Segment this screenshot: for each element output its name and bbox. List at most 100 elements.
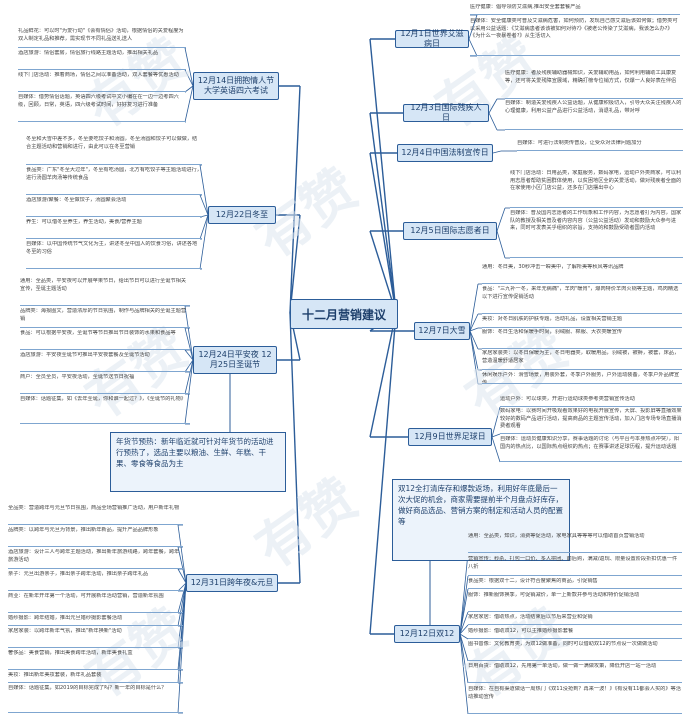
leaf-line (177, 582, 187, 714)
leaf-dec31-5: 商业：在新年开年第一个活动，可开展新年活动营销，营造新年氛围 (8, 593, 183, 613)
leaf-dec14-1: 礼品鲜花：可以时"为爱行动"《会有情侣》活动，根据情侣的关爱程度为双人制定礼品和… (18, 28, 186, 48)
leaf-line (184, 359, 194, 425)
leaf-line (468, 14, 478, 40)
topic-dec12[interactable]: 12月12日双12 (394, 625, 460, 643)
topic-dec9[interactable]: 12月9日世界足球日 (408, 428, 492, 446)
dec12-summary-note: 双12全打清库存和爆款返场，利用好年底最后一次大促的机会，商家需要提前半个月盘点… (392, 479, 570, 561)
leaf-dec24-1: 通用：全品类，平安夜可以开展苹果节日，给出节日可以进行圣诞节相关宣传，圣诞主题活… (20, 278, 190, 306)
leaf-dec31-10: 自媒体：话题征集，如2019的目标完成了吗？新一年的目标是什么？ (8, 685, 183, 713)
leaf-line (459, 552, 469, 635)
leaf-dec9-3: 自媒体：运动员健康知识分享，赛事话题的讨论（与平台与本身热点冲突），阳国内的热点… (500, 436, 682, 462)
leaf-dec24-4: 酒店旅游：平安夜圣诞节可推出平安夜套餐及圣诞节活动 (20, 352, 190, 372)
leaf-dec22-1: 冬至和大雪中差不多，冬至要吃饺子和汤圆，冬至汤圆和饺子可以做做，结合主题活动和营… (26, 136, 202, 165)
leaf-line (459, 611, 469, 635)
topic-dec14[interactable]: 12月14日拥抱情人节 大学英语四六考试 (193, 72, 279, 100)
leaf-line (184, 85, 194, 93)
leaf-dec22-2: 食品类：广东"冬至大过年"，冬至有吃汤圆，北方有吃饺子等主题活动进行，进行汤圆羊… (26, 167, 202, 195)
leaf-line (184, 349, 194, 361)
leaf-dec22-5: 自媒体：以中国传统节气文化为主，讲述冬至中国人的饮食习俗，讲述各地冬至的习俗 (26, 241, 202, 269)
leaf-dec14-2: 酒店旅游：情侣套房，情侣旅行线路主题活动，推出相关礼品 (18, 50, 186, 70)
leaf-dec5-2: 自媒体：普及国内志愿者的工作现象和工作内容，为志愿者打为内容，国家队的教授及相关… (510, 210, 683, 258)
leaf-dec3-1: 医疗健康：者及残疾辅助器械知识，关爱辅助用品，如何利用辅助工具康复等，还可将关爱… (505, 70, 683, 99)
leaf-dec7-1: 通用：冬日美，30秒冲击一瞬美中，了解所美等秋风等讯品牌 (482, 264, 682, 284)
leaf-dec12-4: 服饰：推新服饰换季，可促销减价，单一上新款并参与活动和特价促销活动 (468, 592, 682, 612)
leaf-line (459, 624, 469, 635)
leaf-dec31-9: 美妆：推出新年美妆套装，新年礼品套装 (8, 672, 183, 683)
leaf-line (184, 69, 194, 87)
leaf-dec7-3: 美妆：对冬日肌肤的护肤专题，活动礼品，设置相关营销主题 (482, 316, 682, 328)
dec24-summary-note: 年货节预热：新年临近就可针对年货节的活动进行预热了，选品主要以粮油、生鲜、年糕、… (110, 432, 286, 492)
leaf-dec14-3: 线下门店活动：推着商场，情侣之间以准备活动，双人套餐等优惠活动 (18, 72, 186, 92)
leaf-dec22-4: 养生：可以借冬至养生，养生活动，美食/营养主题 (26, 219, 202, 239)
leaf-dec12-2: 营销宣传：秒杀、打包一口价、多人拼团、前后购，满减/返现、限量设置阶段折扣优惠一… (468, 556, 682, 576)
branch-line (289, 214, 301, 314)
leaf-line (177, 568, 187, 584)
branch-line (369, 152, 397, 314)
branch-line (369, 312, 397, 635)
leaf-line (184, 305, 194, 361)
branch-line (289, 85, 301, 314)
leaf-line (468, 38, 478, 57)
leaf-dec12-1: 通用：全品类，知识，消费等促活动，家电家具等等等可以借助首页营销活动 (468, 533, 682, 553)
leaf-line (459, 588, 469, 635)
topic-dec31[interactable]: 12月31日跨年夜&元旦 (186, 574, 278, 592)
leaf-line (184, 85, 194, 123)
leaf-dec1-1: 医疗健康：倡导领防艾滋病,推出安全套套餐产品 (470, 4, 680, 15)
branch-line (369, 112, 397, 314)
leaf-line (488, 112, 498, 131)
leaf-dec31-3: 酒店旅游：设计三人与跨年主题活动，推出新年旅游线路，跨年套餐，跨年旅游活动 (8, 549, 183, 569)
leaf-dec12-7: 图书音像：文化教育类，为双12做准备，同时可以借助双12的节点设一次做做活动 (468, 641, 682, 661)
leaf-dec24-2: 品牌类：海报图文，营造浓厚的节日氛围，制作与品牌相关的圣诞主题营销 (20, 308, 190, 328)
leaf-line (184, 327, 194, 361)
leaf-line (469, 283, 479, 332)
leaf-dec1-2: 自媒体：安全健康类可普及艾滋病危害，如何预防，发现自己感艾滋后该如何做；借势类可… (470, 18, 680, 56)
leaf-dec24-3: 食品：可以根据平安夜，圣诞节等节日推出节日装饰的水果和食品等 (20, 330, 190, 350)
leaf-line (177, 582, 187, 627)
leaf-line (459, 633, 469, 684)
leaf-dec12-9: 自媒体：在自有渠道做话一周热门《双11没抢到？再来一波！》《有没有11都会人买的… (468, 686, 682, 714)
leaf-line (184, 47, 194, 87)
leaf-line (177, 524, 187, 584)
central-topic[interactable]: 十二月营销建议 (290, 299, 398, 329)
leaf-line (177, 546, 187, 584)
leaf-line (199, 214, 209, 270)
leaf-dec7-6: 休闲娱乐户外：滑雪场景，用装外套，冬季户外服务，户外运动装备，冬季户外品牌宣传 (482, 372, 682, 384)
leaf-line (199, 164, 209, 216)
leaf-line (459, 633, 469, 715)
leaf-dec12-5: 家居家居：借助热点，活动结束后以节后来营业和促销 (468, 614, 682, 625)
leaf-dec24-5: 商户：全员全员，平安夜活动，圣诞节送节日祝福 (20, 374, 190, 394)
leaf-line (199, 194, 209, 216)
leaf-line (469, 330, 479, 350)
topic-dec4[interactable]: 12月4日中国法制宣传日 (397, 144, 493, 162)
leaf-line (459, 633, 469, 640)
topic-dec24[interactable]: 12月24日平安夜 12月25日圣诞节 (193, 346, 277, 374)
leaf-line (469, 313, 479, 332)
leaf-line (184, 359, 194, 395)
leaf-line (496, 230, 506, 259)
topic-dec7[interactable]: 12月7日大雪 (414, 322, 470, 340)
leaf-line (469, 330, 479, 385)
leaf-dec31-1: 全品类：营造跨年与元旦节日氛围，商品全场营销推广活动，用户新年礼物 (8, 505, 183, 525)
leaf-dec22-3: 酒店旅游/聚餐：冬至做饺子，汤圆聚会活动 (26, 197, 202, 217)
leaf-line (496, 207, 506, 232)
topic-dec3[interactable]: 12月3日国际残疾人日 (403, 103, 489, 122)
leaf-line (491, 436, 501, 463)
topic-dec22[interactable]: 12月22日冬至 (208, 206, 276, 224)
branch-line (369, 38, 397, 314)
branch-line (369, 312, 397, 438)
leaf-line (199, 214, 209, 240)
leaf-dec31-8: 奢侈品：美食营销，推出美食跨年活动，新年美食礼盒 (8, 650, 183, 670)
topic-dec1[interactable]: 12月1日世界艾滋病日 (395, 29, 469, 48)
leaf-dec9-2: 数码家电：以赛时间开吸观看效果好的电视开展宣传，大屏、投影屏等直播效果较好的数码… (500, 408, 682, 434)
leaf-dec7-5: 家居家装类：以冬日保暖为主，冬日电器类，取暖用品，羽绒被，被褥，被套，床品，营造… (482, 350, 682, 370)
leaf-dec7-2: 食品："三九补一冬，来年无病痛"，羊肉"暖胃"，爆肉特价羊肉火锅等主题，鸡肉精选… (482, 286, 682, 314)
leaf-dec12-6: 婚纱摄影：借助双12，可以主推婚纱摄影套餐 (468, 628, 682, 639)
topic-dec5[interactable]: 12月5日国际志愿者日 (403, 222, 497, 240)
leaf-dec12-8: 日用百货：借助双12，先用第一单活动，做一做一满做攻策，降低开店一站一活动 (468, 663, 682, 683)
leaf-dec14-4: 自媒体：借势情侣话题，英语四六级考试中文小编在在一边一边考四六级，回顾，日常，英… (18, 94, 186, 122)
leaf-line (459, 633, 469, 662)
leaf-dec5-1: 线下门店活动：日用品类，家庭服务，数码家电，运动户外类商家，可以利用志愿者帮助贫… (510, 170, 683, 208)
leaf-dec24-6: 自媒体：话题征集，如《去年圣诞，你和谁一起过？》，《圣诞节的礼物》 (20, 396, 190, 424)
leaf-line (469, 327, 479, 332)
leaf-dec7-4: 服饰：冬日生活和保暖手时尚，羽绒服、棉服、大衣类暖宣传 (482, 329, 682, 349)
